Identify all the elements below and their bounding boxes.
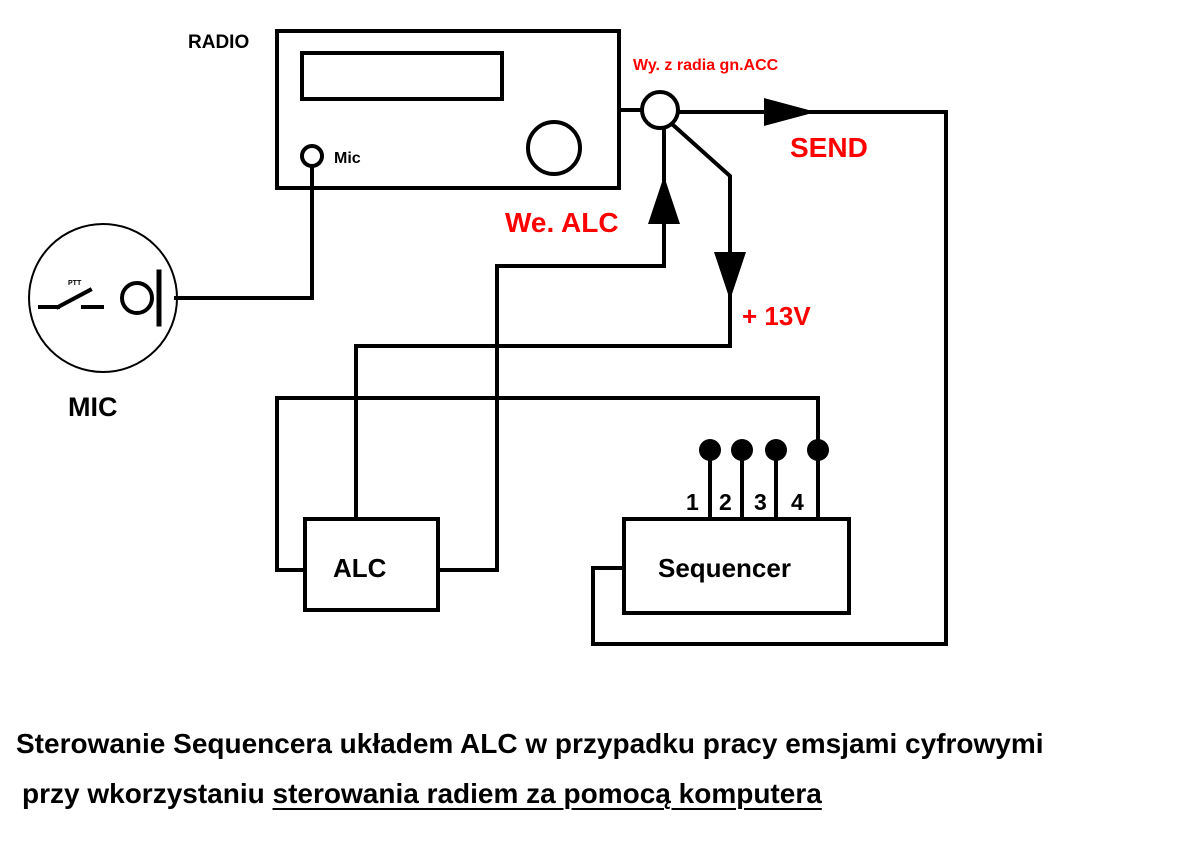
seq-terminal-1 [699,439,721,461]
caption-line-2-underlined: sterowania radiem za pomocą komputera [272,778,822,809]
plus13v-label: + 13V [742,301,811,331]
sequencer-box-label: Sequencer [658,553,791,583]
mic-body [28,223,178,373]
radio-knob [526,120,582,176]
alc-to-seq-line [275,396,820,572]
ptt-switch-blade [55,287,93,310]
mic-jack [300,144,324,168]
ptt-label: PTT [68,280,82,287]
mic-jack-label: Mic [334,150,361,167]
radio-display [300,51,504,101]
seq-terminal-2 [731,439,753,461]
send-line [591,110,948,646]
alc-input-label: We. ALC [505,207,619,238]
caption-line-1: Sterowanie Sequencera układem ALC w przy… [16,728,1044,759]
radio-label: RADIO [188,32,249,53]
seq-output-label-3: 3 [754,489,767,515]
seq-terminal-3 [765,439,787,461]
seq-terminal-4 [807,439,829,461]
seq-output-label-1: 1 [686,489,699,515]
seq-output-label-4: 4 [791,489,804,515]
plus13v-down-arrow-icon [714,252,746,300]
send-arrow-icon [764,98,816,126]
alc-input-line [438,126,666,572]
alc-box-label: ALC [333,553,387,583]
alc-box [303,517,440,612]
mic-capsule-icon [120,281,154,315]
mic-label: MIC [68,392,118,422]
caption-line-2: przy wkorzystaniu sterowania radiem za p… [22,778,1186,810]
alc-up-arrow-icon [648,176,680,224]
plus13v-line [354,121,732,521]
acc-output-label: Wy. z radia gn.ACC [633,57,779,74]
seq-output-label-2: 2 [719,489,732,515]
caption-line-2-plain: przy wkorzystaniu [22,778,273,809]
mic-cable [174,164,314,300]
sequencer-box [622,517,851,615]
send-label: SEND [790,132,868,163]
